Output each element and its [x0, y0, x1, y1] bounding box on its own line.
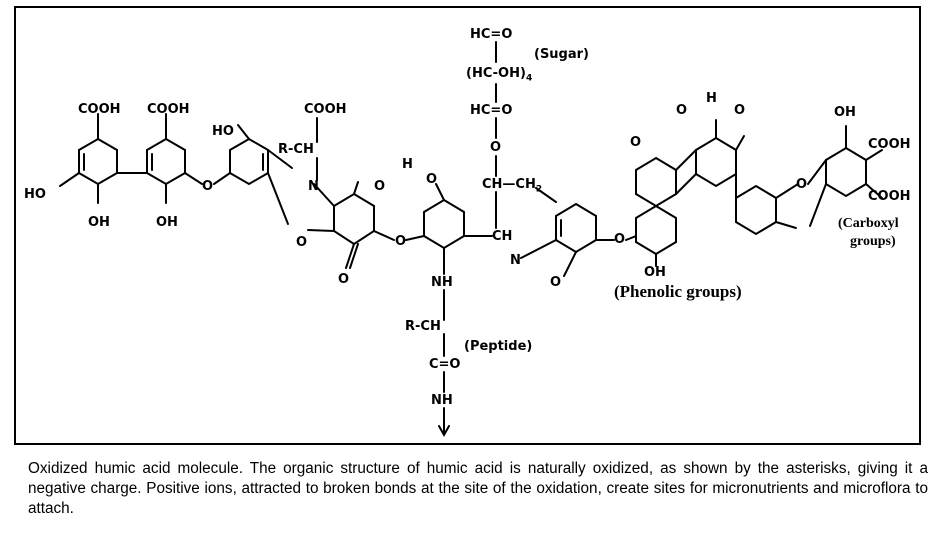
label-o-3: O [374, 179, 386, 194]
label-h-1: H [402, 157, 413, 172]
label-ch-1: CH [492, 229, 513, 244]
label-oh-4: OH [834, 105, 856, 120]
label-rch-1: R-CH [278, 142, 314, 157]
label-nh-1: NH [431, 275, 453, 290]
label-carboxyl-1: (Carboxyl [838, 216, 899, 231]
label-sugar: (Sugar) [534, 47, 589, 62]
label-o-11: O [676, 103, 688, 118]
humic-acid-structure [59, 41, 883, 438]
label-c-o: C=O [429, 357, 461, 372]
label-peptide: (Peptide) [464, 339, 533, 354]
label-hc-o-1: HC=O [470, 27, 513, 42]
ring-4 [333, 192, 375, 246]
label-o-4: O [338, 272, 350, 287]
diagram-frame: COOH COOH HO OH OH O HO COOH R-CH N O O … [14, 6, 921, 445]
label-o-8: O [550, 275, 562, 290]
label-o-5: O [395, 234, 407, 249]
label-o-7: O [490, 140, 502, 155]
ring-11 [825, 146, 867, 198]
label-hc-oh: (HC-OH)4 [466, 66, 533, 84]
figure-caption: Oxidized humic acid molecule. The organi… [28, 460, 928, 517]
label-o-2: O [296, 235, 308, 250]
label-cooh-2: COOH [147, 102, 190, 117]
label-n-2: N [510, 253, 521, 268]
label-o-12: O [734, 103, 746, 118]
label-oh-3: OH [644, 265, 666, 280]
label-oh-1: OH [88, 215, 110, 230]
label-rch-2: R-CH [405, 319, 441, 334]
label-cooh-3: COOH [304, 102, 347, 117]
label-oh-2: OH [156, 215, 178, 230]
label-n-1: N [308, 179, 319, 194]
ring-10 [735, 184, 777, 236]
label-hc-o-2: HC=O [470, 103, 513, 118]
label-o-6: O [426, 172, 438, 187]
ring-8 [635, 156, 677, 208]
label-o-10: O [630, 135, 642, 150]
label-ho-2: HO [212, 124, 234, 139]
ring-5 [423, 198, 465, 250]
label-cooh-4: COOH [868, 137, 911, 152]
label-o-13: O [796, 177, 808, 192]
label-o-9: O [614, 232, 626, 247]
ring-9 [695, 136, 737, 188]
label-h-2: H [706, 91, 717, 106]
label-cooh-1: COOH [78, 102, 121, 117]
label-cooh-5: COOH [868, 189, 911, 204]
label-ho-1: HO [24, 187, 46, 202]
ring-7 [635, 204, 677, 256]
label-nh-2: NH [431, 393, 453, 408]
label-ch-ch2: CH—CH2 [482, 177, 543, 195]
label-phenolic: (Phenolic groups) [614, 282, 742, 301]
label-carboxyl-2: groups) [850, 234, 896, 249]
label-o-1: O [202, 179, 214, 194]
